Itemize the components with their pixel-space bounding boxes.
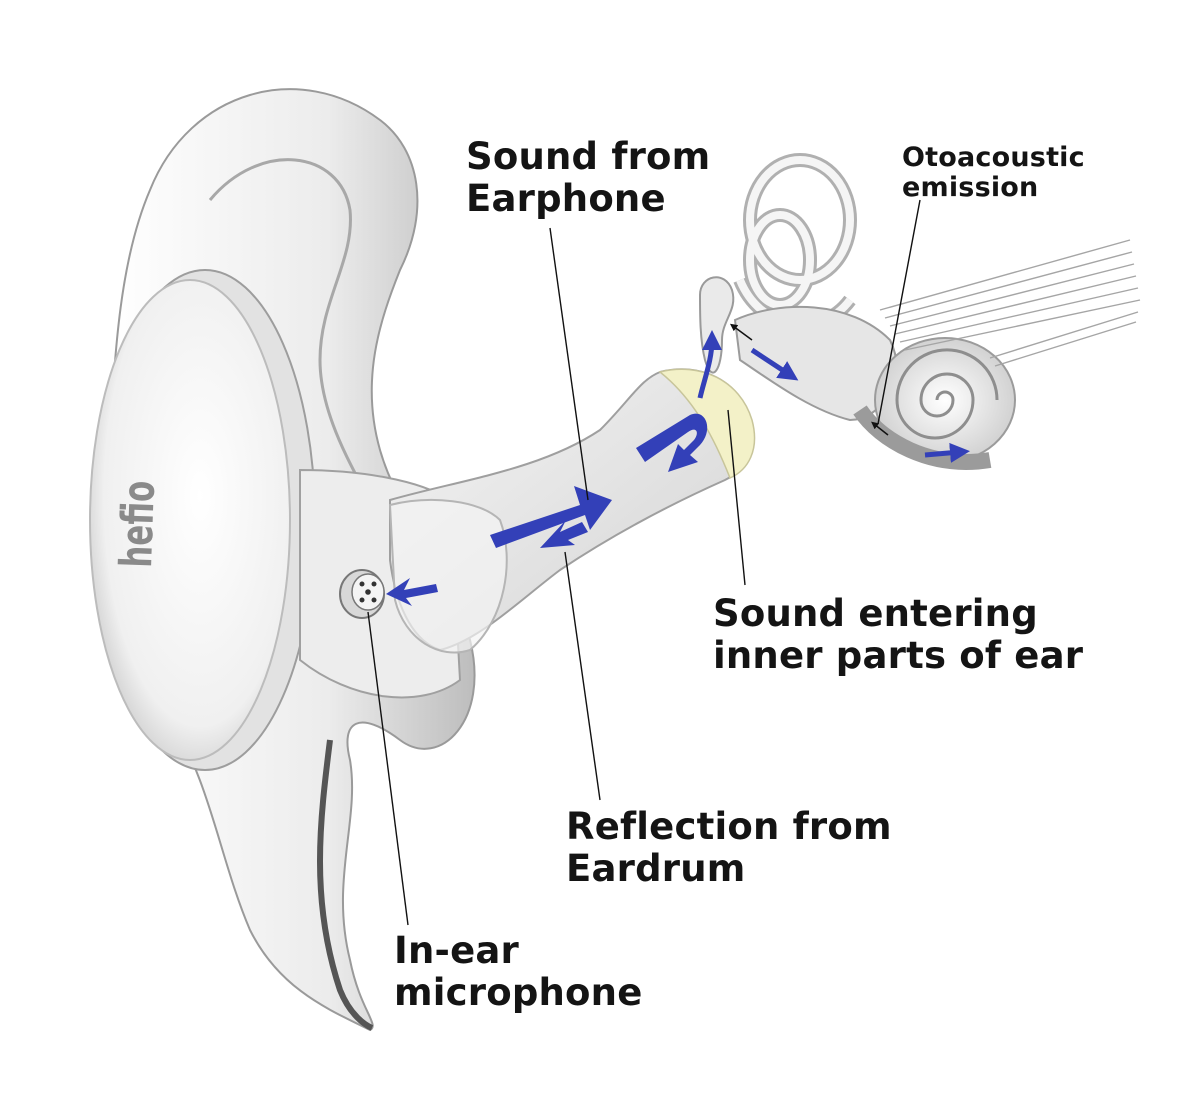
arrow-u-turn <box>636 413 708 472</box>
arrow-cochlea <box>924 442 970 463</box>
leader-otoacoustic <box>877 199 921 425</box>
vestibule <box>733 305 898 422</box>
label-in-ear-microphone: In-ear microphone <box>394 929 643 1014</box>
ossicle <box>698 276 735 374</box>
arrow-emission-small-2 <box>871 421 889 436</box>
ear-tip <box>388 499 508 654</box>
arrow-into-inner-ear <box>697 330 722 399</box>
leader-lines <box>367 199 921 926</box>
cochlea-spiral <box>895 348 999 440</box>
arrow-to-microphone <box>386 578 438 606</box>
hefio-logo: hefio <box>111 479 166 569</box>
earphone-faceplate <box>89 279 291 761</box>
leader-earphone <box>549 227 589 501</box>
label-otoacoustic-emission: Otoacoustic emission <box>902 142 1085 204</box>
auditory-nerve-fibers <box>879 239 1141 367</box>
leader-reflection <box>564 551 601 801</box>
arrow-reflection <box>540 520 588 548</box>
microphone-holes <box>359 581 377 603</box>
leader-entering <box>727 409 746 586</box>
label-sound-entering-inner-ear: Sound entering inner parts of ear <box>713 592 1084 677</box>
sound-arrows <box>386 413 708 606</box>
arrow-emission-small-1 <box>729 323 753 341</box>
leader-microphone <box>367 611 409 926</box>
arrow-sound-from-earphone <box>490 486 612 548</box>
arrow-vestibule <box>750 347 799 381</box>
label-reflection-from-eardrum: Reflection from Eardrum <box>566 805 892 890</box>
pinna-fold <box>208 158 382 521</box>
earlobe-edge <box>317 739 374 1031</box>
label-sound-from-earphone: Sound from Earphone <box>466 135 711 220</box>
